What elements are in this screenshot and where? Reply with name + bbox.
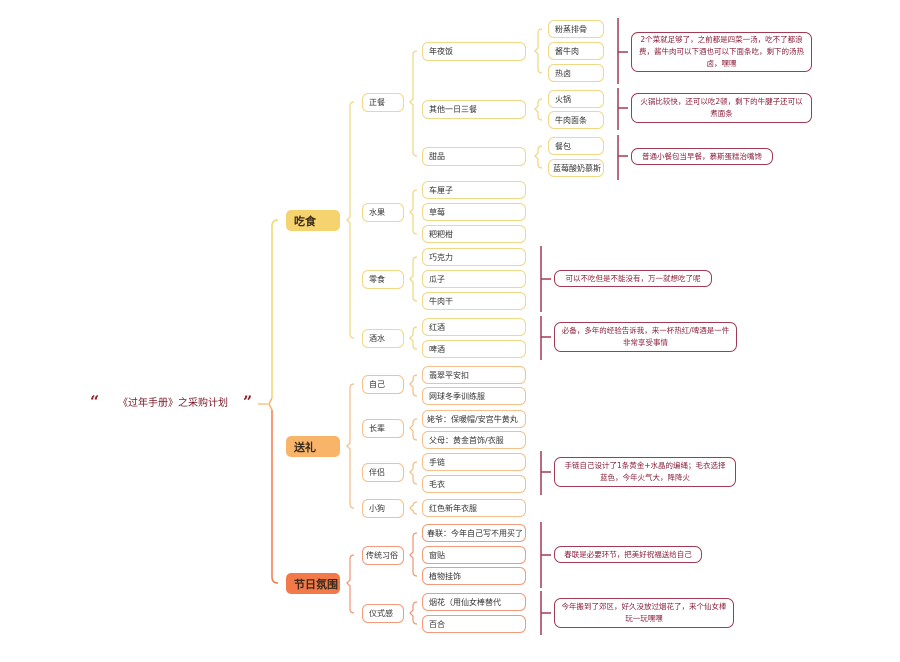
item[interactable]: 父母：黄金首饰/衣服 (422, 431, 526, 449)
item[interactable]: 手链 (422, 453, 526, 471)
eat-brace (346, 101, 355, 339)
open-quote-icon: “ (90, 392, 100, 411)
fruit-brace (409, 189, 418, 235)
main-meal-brace (409, 50, 418, 157)
subcategory-elders[interactable]: 长辈 (362, 419, 404, 438)
item[interactable]: 网球冬季训练服 (422, 387, 526, 405)
subcategory-snacks[interactable]: 零食 (362, 270, 404, 289)
item[interactable]: 红色新年衣服 (422, 499, 526, 517)
item[interactable]: 毛衣 (422, 475, 526, 493)
item[interactable]: 瓜子 (422, 270, 526, 288)
note-partner: 手链自己设计了1条黄金+水晶的编绳；毛衣选择蓝色，今年火气大，降降火 (554, 457, 736, 487)
category-gift[interactable]: 送礼 (286, 436, 340, 457)
root-brace-top (271, 219, 279, 398)
dessert-brace (534, 145, 543, 169)
item[interactable]: 啤酒 (422, 340, 526, 358)
root-brace-tip (268, 397, 273, 411)
item[interactable]: 红酒 (422, 318, 526, 336)
note-new-year-eve: 2个菜就足够了，之前都是四菜一汤，吃不了都浪费，酱牛肉可以下酒也可以下面条吃，剩… (631, 32, 812, 72)
item[interactable]: 草莓 (422, 203, 526, 221)
item[interactable]: 酱牛肉 (548, 42, 604, 60)
item[interactable]: 百合 (422, 615, 526, 633)
subcategory-main-meal[interactable]: 正餐 (362, 93, 404, 112)
note-daily-meals: 火锅比较快，还可以吃2顿，剩下的牛腱子还可以煮面条 (631, 93, 812, 123)
item[interactable]: 粑粑柑 (422, 225, 526, 243)
subcategory-self[interactable]: 自己 (362, 375, 404, 394)
item[interactable]: 春联：今年自己写不用买了 (422, 524, 526, 542)
self-brace (409, 374, 418, 397)
item[interactable]: 牛肉干 (422, 292, 526, 310)
item[interactable]: 火锅 (548, 90, 604, 108)
meal-dessert[interactable]: 甜品 (422, 147, 526, 166)
nye-brace (534, 28, 543, 74)
item[interactable]: 餐包 (548, 137, 604, 155)
note-ritual: 今年搬到了郊区，好久没放过烟花了，来个仙女棒玩一玩嘿嘿 (554, 598, 734, 628)
drink-brace (409, 326, 418, 350)
snack-brace (409, 256, 418, 302)
category-festival[interactable]: 节日氛围 (286, 573, 340, 594)
daily-brace (534, 98, 543, 121)
root-title[interactable]: 《过年手册》之采购计划 (118, 398, 228, 409)
meal-daily[interactable]: 其他一日三餐 (422, 100, 526, 119)
item[interactable]: 植物挂饰 (422, 567, 526, 585)
item[interactable]: 巧克力 (422, 248, 526, 266)
category-eat[interactable]: 吃食 (286, 210, 340, 231)
subcategory-partner[interactable]: 伴侣 (362, 463, 404, 482)
item[interactable]: 车厘子 (422, 181, 526, 199)
subcategory-fruit[interactable]: 水果 (362, 203, 404, 222)
note-snacks: 可以不吃但是不能没有，万一就想吃了呢 (554, 270, 712, 287)
item[interactable]: 蓝莓酸奶慕斯 (548, 159, 604, 177)
item[interactable]: 姥爷：保暖帽/安宫牛黄丸 (422, 410, 526, 428)
note-traditions: 春联是必要环节，把美好祝福送给自己 (554, 546, 702, 563)
item[interactable]: 牛肉面条 (548, 111, 604, 129)
note-drinks: 必备，多年的经验告诉我，来一杯热红/啤酒是一件非常享受事情 (554, 322, 737, 352)
meal-new-year-eve[interactable]: 年夜饭 (422, 42, 526, 61)
close-quote-icon: ” (243, 392, 253, 411)
subcategory-ritual[interactable]: 仪式感 (362, 604, 404, 623)
item[interactable]: 翡翠平安扣 (422, 366, 526, 384)
item[interactable]: 烟花（用仙女棒替代 (422, 593, 526, 611)
item[interactable]: 热卤 (548, 64, 604, 82)
item[interactable]: 粉蒸排骨 (548, 20, 604, 38)
tradition-brace (409, 532, 418, 577)
festival-brace (346, 554, 355, 614)
gift-brace (346, 383, 355, 509)
dog-brace (409, 501, 418, 515)
elder-brace (409, 418, 418, 441)
subcategory-traditions[interactable]: 传统习俗 (362, 546, 404, 565)
subcategory-dog[interactable]: 小狗 (362, 499, 404, 518)
subcategory-drinks[interactable]: 酒水 (362, 329, 404, 348)
root-brace-bottom (271, 410, 279, 584)
note-dessert: 普通小餐包当早餐，慕斯蛋糕治嘴馋 (631, 148, 773, 165)
partner-brace (409, 461, 418, 485)
item[interactable]: 窗贴 (422, 546, 526, 564)
ritual-brace (409, 601, 418, 625)
